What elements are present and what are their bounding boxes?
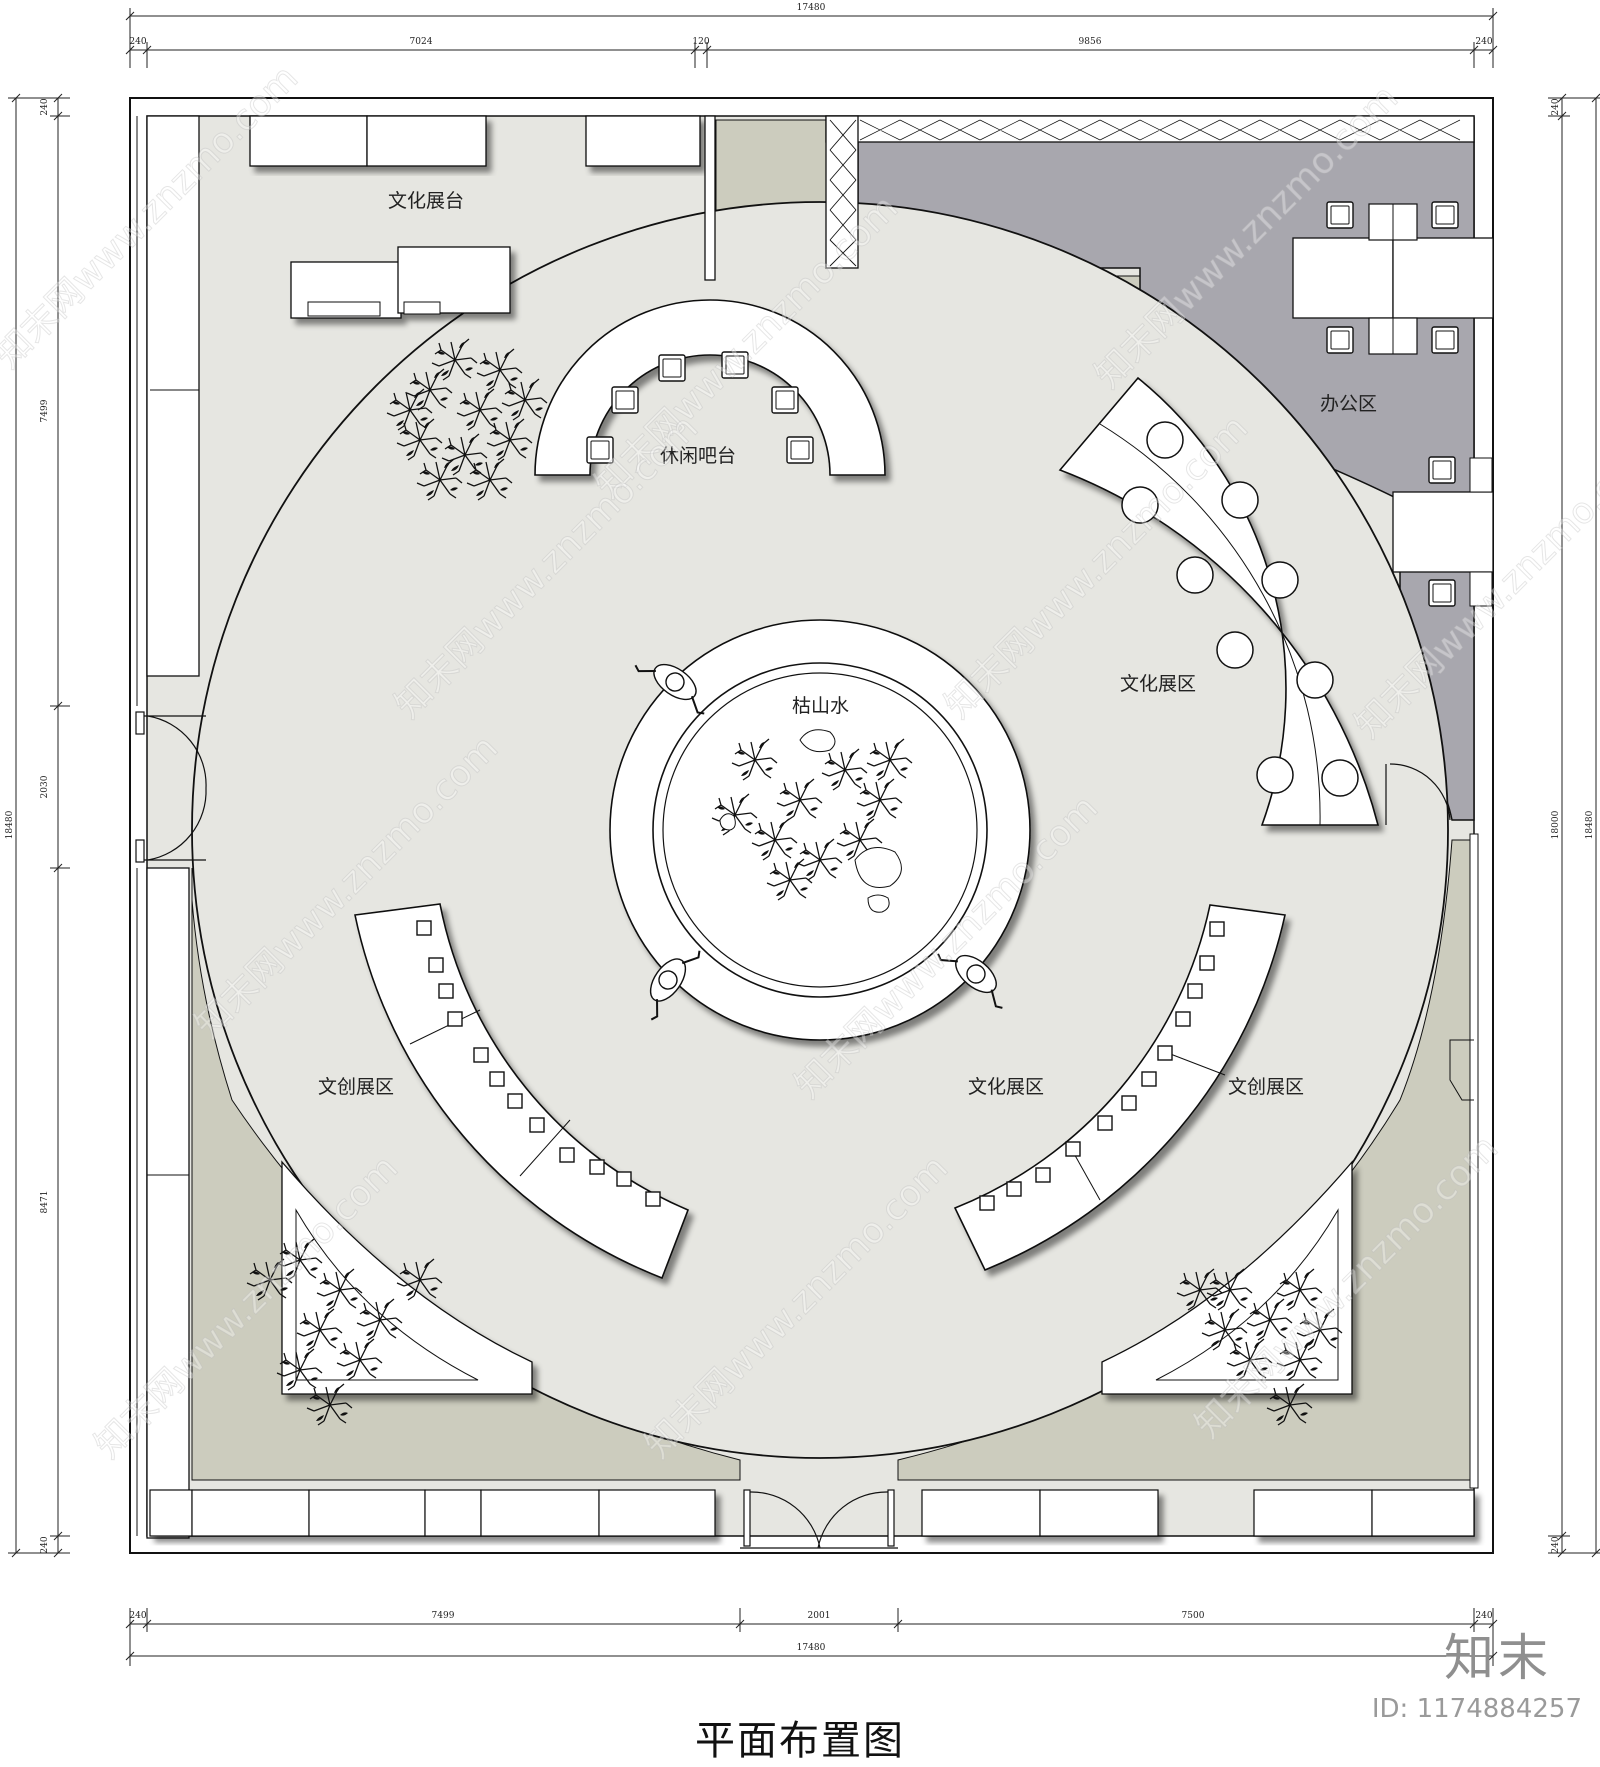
- display-boxes-right: [979, 921, 1225, 1211]
- dim-left-seg-3: 2030: [40, 775, 50, 798]
- dim-right-seg-2: 240: [1551, 1536, 1561, 1553]
- display-boxes-left: [416, 920, 661, 1207]
- office-desks-upper: [1292, 201, 1494, 355]
- dim-bottom-seg-2: 7499: [432, 1611, 455, 1621]
- planter-bottom-left-inner: [295, 1208, 479, 1381]
- dim-top-total: 17480: [797, 3, 826, 13]
- image-id: ID: 1174884257: [1371, 1694, 1582, 1724]
- dim-bottom-seg-3: 2001: [808, 1611, 831, 1621]
- leisure-bar-counter: [534, 299, 886, 476]
- dim-top-seg-3: 120: [692, 37, 709, 47]
- label-office: 办公区: [1320, 393, 1377, 415]
- creative-display-left-dividers: [409, 1009, 571, 1177]
- label-culture-stand: 文化展台: [388, 190, 464, 212]
- dim-right-total: 18480: [1585, 810, 1595, 839]
- dim-bottom-total: 17480: [797, 1643, 826, 1653]
- culture-display-divider: [1099, 423, 1321, 826]
- left-cabinets: [136, 115, 200, 1539]
- planter-bottom-right-inner: [1155, 1208, 1339, 1381]
- dry-landscape-bed: [662, 672, 978, 988]
- partition-wall: [704, 115, 716, 281]
- display-round-tables: [1121, 421, 1359, 797]
- dim-top-seg-4: 9856: [1079, 37, 1102, 47]
- dim-right-inner: 18000: [1551, 810, 1561, 839]
- dry-landscape-rocks: [719, 729, 902, 913]
- label-creative-zone-left: 文创展区: [318, 1076, 394, 1098]
- dim-top-seg-1: 240: [129, 37, 146, 47]
- label-dry-landscape: 枯山水: [792, 695, 849, 717]
- dimensions-top: [125, 8, 1498, 68]
- plan-title: 平面布置图: [695, 1718, 905, 1764]
- dim-left-seg-1: 240: [40, 98, 50, 115]
- dim-top-seg-2: 7024: [410, 37, 433, 47]
- dimensions-right: [1548, 93, 1600, 1558]
- dim-right-seg-1: 240: [1551, 98, 1561, 115]
- dim-bottom-seg-4: 7500: [1182, 1611, 1205, 1621]
- dim-left-total: 18480: [5, 810, 15, 839]
- office-desks-lower: [1392, 456, 1494, 607]
- right-wall-strip: [1449, 833, 1479, 1489]
- label-creative-zone-right: 文创展区: [1228, 1076, 1304, 1098]
- dimensions-bottom: [125, 1608, 1498, 1666]
- main-entrance-door: [740, 1489, 898, 1549]
- label-culture-zone-right: 文化展区: [1120, 673, 1196, 695]
- brand-logo: 知末: [1444, 1629, 1552, 1687]
- dim-bottom-seg-5: 240: [1475, 1611, 1492, 1621]
- bottom-cabinets: [149, 1489, 1475, 1537]
- creative-display-left: [354, 903, 690, 1280]
- top-left-cabinets: [249, 115, 701, 167]
- side-door-right: [1385, 763, 1451, 825]
- culture-display-table: [290, 246, 511, 319]
- side-entrance-door-left: [135, 711, 207, 863]
- office-wall-racks: [825, 115, 1475, 269]
- dim-left-seg-2: 7499: [40, 399, 50, 422]
- label-leisure-bar: 休闲吧台: [660, 445, 736, 467]
- dim-left-seg-4: 8471: [40, 1191, 50, 1214]
- dim-left-seg-5: 240: [40, 1536, 50, 1553]
- dim-bottom-seg-1: 240: [129, 1611, 146, 1621]
- dim-top-seg-5: 240: [1475, 37, 1492, 47]
- dimensions-left: [8, 93, 70, 1558]
- label-culture-zone-center: 文化展区: [968, 1076, 1044, 1098]
